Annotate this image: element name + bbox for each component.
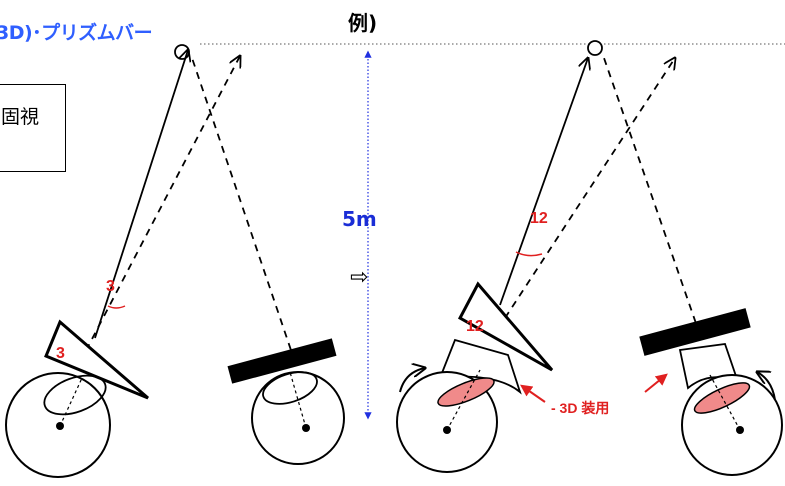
left-eye-cornea	[43, 374, 107, 416]
right-eye-line	[191, 57, 296, 363]
wearing-arrow-right	[644, 373, 668, 393]
left-angle-arc	[107, 305, 126, 309]
right-scene-gaze-line	[499, 58, 588, 306]
left-lens-tint	[437, 377, 495, 407]
left-eye-gaze-line	[94, 50, 188, 339]
left-angle-value: 3	[106, 278, 115, 295]
right-eye-cornea-left-scene	[262, 371, 318, 405]
left-eye-axis	[59, 377, 83, 427]
right-scene-return-line	[603, 57, 701, 336]
left-scene	[5, 44, 345, 478]
wearing-label: - 3D 装用	[551, 400, 610, 416]
right-scene	[396, 40, 783, 476]
left-eye-center	[56, 422, 64, 430]
right-eye-center-right-scene	[736, 426, 744, 434]
fixation-label-box: 固視	[0, 84, 66, 172]
right-eye-center-left-scene	[302, 424, 310, 432]
right-angle-value: 12	[530, 210, 548, 227]
next-step-arrow-icon: ⇨	[350, 265, 369, 290]
fixation-label: 固視	[1, 106, 40, 128]
right-eye-axis-right-scene	[709, 374, 741, 431]
left-eye-deviated-line	[79, 56, 240, 363]
right-scene-deviated-line	[504, 58, 675, 319]
left-eye-center-right-scene	[443, 426, 451, 434]
prism-bar-left-scene	[227, 338, 337, 384]
eye-brow-arc-left	[399, 368, 425, 393]
example-label: 例)	[348, 11, 378, 35]
left-prism-value: 3	[56, 345, 65, 362]
right-eyeball-left-scene	[251, 371, 345, 465]
fixation-target-right	[587, 40, 603, 56]
prism-right	[457, 281, 554, 372]
right-eye-axis-left-scene	[289, 371, 307, 429]
section-heading: 3D)･プリズムバー	[0, 22, 153, 44]
distance-label: 5m	[342, 207, 377, 231]
prism-bar-right-scene	[639, 308, 751, 356]
right-prism-value: 12	[466, 318, 484, 335]
eye-brow-arc-right	[757, 372, 776, 401]
right-angle-arc	[515, 251, 543, 257]
wearing-arrow-left	[520, 384, 546, 403]
